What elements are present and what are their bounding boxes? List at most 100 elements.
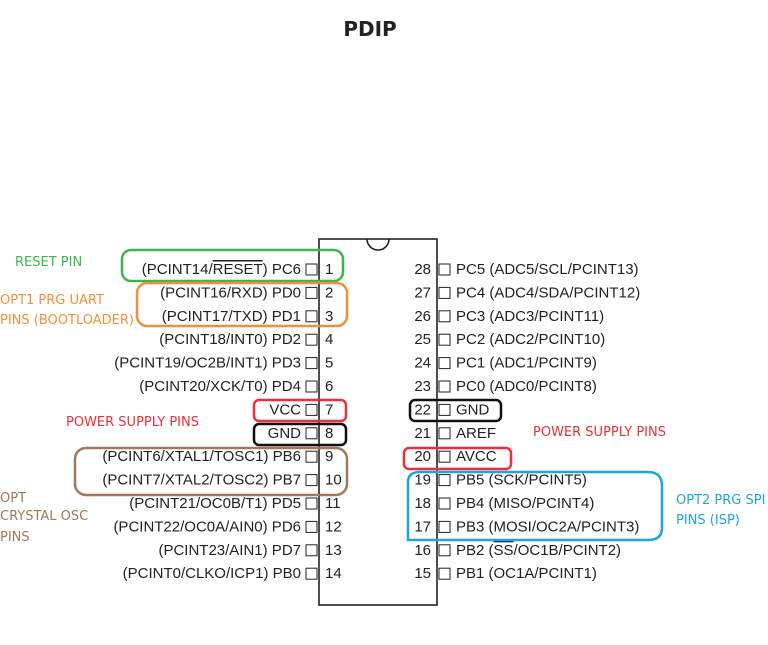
right-pin-20: 20 AVCC — [414, 448, 496, 465]
pin-label: (PCINT16/RXD) PD0 — [160, 284, 301, 301]
pin-number: 15 — [414, 565, 431, 582]
pin-label-pre: (PCINT21/OC0B/T1) PD5 — [129, 495, 301, 512]
pin-square — [305, 427, 318, 440]
uart-note: OPT1 PRG UART PINS (BOOTLOADER) — [0, 293, 134, 328]
pin-square — [305, 333, 318, 346]
pin-square — [438, 520, 451, 533]
pin-label-pre: PC3 (ADC3/PCINT11) — [456, 308, 604, 325]
pin-square — [438, 567, 451, 580]
pin-number: 12 — [325, 518, 342, 535]
pin-label-pre: PB3 (MOSI/OC2A/PCINT3) — [456, 518, 639, 535]
pin-label-pre: (PCINT7/XTAL2/TOSC2) PB7 — [102, 472, 301, 489]
pin-square — [305, 520, 318, 533]
pin-label: PB2 (SS/OC1B/PCINT2) — [456, 542, 621, 559]
right-pin-27: 27 PC4 (ADC4/SDA/PCINT12) — [414, 284, 640, 301]
pin-label-pre: (PCINT22/OC0A/AIN0) PD6 — [113, 518, 301, 535]
pin-square — [305, 567, 318, 580]
pin-number: 27 — [414, 284, 431, 301]
left-pin-8: 8 GND — [268, 425, 334, 442]
pin-label: PB4 (MISO/PCINT4) — [456, 495, 594, 512]
pin-label-pre: PC4 (ADC4/SDA/PCINT12) — [456, 284, 640, 301]
pin-square — [305, 450, 318, 463]
right-pin-21: 21 AREF — [414, 425, 496, 442]
pin-number: 2 — [325, 284, 333, 301]
pin-number: 4 — [325, 331, 333, 348]
pin-square — [305, 474, 318, 487]
right-pin-23: 23 PC0 (ADC0/PCINT8) — [414, 378, 597, 395]
pin-label: AVCC — [456, 448, 497, 465]
avcc-highlight — [402, 446, 513, 471]
pin-square — [305, 497, 318, 510]
pin-number: 21 — [414, 425, 431, 442]
pin-label-pre: (PCINT16/RXD) PD0 — [160, 284, 301, 301]
power-note-right: POWER SUPPLY PINS — [533, 425, 666, 440]
pin-label-pre: AVCC — [456, 448, 497, 465]
pin-number: 5 — [325, 355, 333, 372]
pin-number: 25 — [414, 331, 431, 348]
left-pin-1: 1(PCINT14/RESET) PC6 — [142, 261, 334, 278]
left-pin-6: 6 (PCINT20/XCK/T0) PD4 — [139, 378, 333, 395]
pin-number: 20 — [414, 448, 431, 465]
pin-label: (PCINT7/XTAL2/TOSC2) PB7 — [102, 472, 301, 489]
pin-label: PB5 (SCK/PCINT5) — [456, 472, 587, 489]
right-pin-18: 18 PB4 (MISO/PCINT4) — [414, 495, 594, 512]
pin-number: 11 — [325, 495, 341, 512]
pin-number: 10 — [325, 472, 342, 489]
vcc-highlight — [252, 398, 348, 423]
pin-number: 23 — [414, 378, 431, 395]
pin-label: PC0 (ADC0/PCINT8) — [456, 378, 597, 395]
pin-square — [438, 403, 451, 416]
pin-label: AREF — [456, 425, 496, 442]
pin-number: 9 — [325, 448, 333, 465]
pin-label-pre: PB4 (MISO/PCINT4) — [456, 495, 594, 512]
pin-label: (PCINT17/TXD) PD1 — [162, 308, 301, 325]
pin-number: 24 — [414, 355, 431, 372]
pin-label-pre: PC0 (ADC0/PCINT8) — [456, 378, 597, 395]
crystal-note: OPT CRYSTAL OSC PINS — [0, 491, 92, 545]
pin-number: 18 — [414, 495, 431, 512]
pin-label: (PCINT20/XCK/T0) PD4 — [139, 378, 301, 395]
pin-number: 6 — [325, 378, 333, 395]
pin-label: (PCINT14/RESET) PC6 — [142, 261, 301, 278]
pin-label-post: ) PC6 — [263, 261, 301, 278]
spi-note: OPT2 PRG SPI PINS (ISP) — [676, 493, 768, 528]
pin-label: PC1 (ADC1/PCINT9) — [456, 355, 597, 372]
pin-label: (PCINT18/INT0) PD2 — [159, 331, 301, 348]
pin-square — [305, 263, 318, 276]
pin-label: PB3 (MOSI/OC2A/PCINT3) — [456, 518, 639, 535]
pin-number: 28 — [414, 261, 431, 278]
right-pin-15: 15 PB1 (OC1A/PCINT1) — [414, 565, 597, 582]
pin-label-pre: VCC — [269, 401, 301, 418]
reset-highlight — [120, 248, 345, 283]
pin-label-pre: (PCINT17/TXD) PD1 — [162, 308, 301, 325]
pin-number: 8 — [325, 425, 333, 442]
pin-label: VCC — [269, 401, 301, 418]
pin-square — [438, 427, 451, 440]
package-title: PDIP — [343, 17, 396, 41]
pin-label: PB1 (OC1A/PCINT1) — [456, 565, 597, 582]
pin-square — [438, 310, 451, 323]
pin-number: 13 — [325, 542, 342, 559]
reset-note: RESET PIN — [15, 255, 82, 270]
pin-label-pre: (PCINT19/OC2B/INT1) PD3 — [114, 355, 301, 372]
pin-label: (PCINT23/AIN1) PD7 — [158, 542, 301, 559]
left-pin-9: 9(PCINT6/XTAL1/TOSC1) PB6 — [102, 448, 333, 465]
pin-label-pre: (PCINT20/XCK/T0) PD4 — [139, 378, 301, 395]
pin-label: PC4 (ADC4/SDA/PCINT12) — [456, 284, 640, 301]
pin-label-pre: (PCINT14/ — [142, 261, 214, 278]
pin-square — [438, 263, 451, 276]
pin-square — [438, 357, 451, 370]
pin-label-pre: (PCINT23/AIN1) PD7 — [158, 542, 301, 559]
chip-notch — [366, 238, 390, 251]
pin-number: 22 — [414, 401, 431, 418]
pin-square — [438, 286, 451, 299]
pin-label: (PCINT21/OC0B/T1) PD5 — [129, 495, 301, 512]
pin-label-pre: GND — [268, 425, 302, 442]
pin-label-pre: AREF — [456, 425, 496, 442]
left-pin-10: 10 (PCINT7/XTAL2/TOSC2) PB7 — [102, 472, 341, 489]
